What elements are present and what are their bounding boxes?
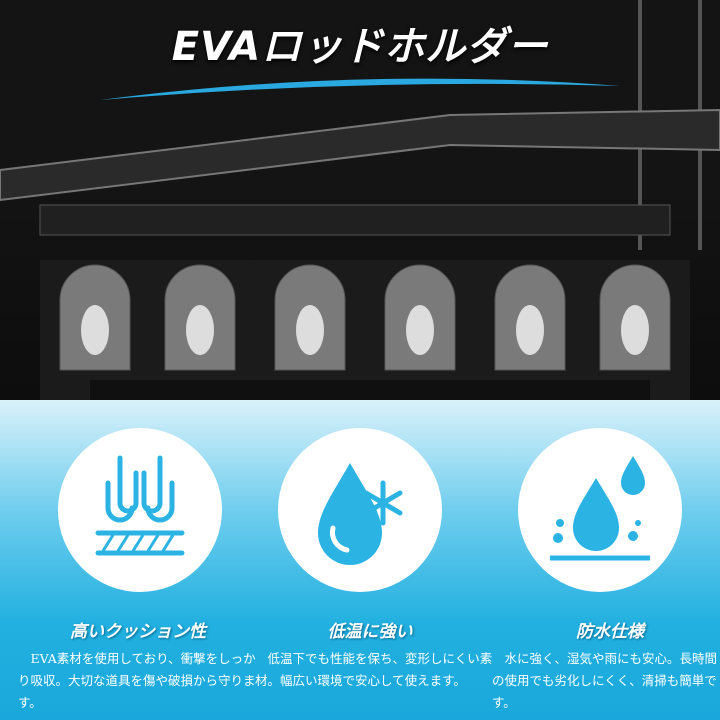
feature-title-cold: 低温に強い — [327, 622, 413, 642]
feature-title-waterproof: 防水仕様 — [576, 622, 644, 642]
feature-desc-cold: 低温下でも性能を保ち、変形しにくい素材。幅広い環境で安心して使えます。 — [255, 651, 493, 688]
rod-holder-illustration — [0, 0, 720, 420]
feature-desc-waterproof: 水に強く、湿気や雨にも安心。長時間の使用でも劣化しにくく、清掃も簡単です。 — [492, 651, 718, 710]
cold-drop-icon — [278, 428, 442, 592]
product-title: EVAロッドホルダー — [171, 24, 549, 70]
waterproof-icon — [518, 428, 682, 592]
title-swoosh — [100, 78, 620, 100]
feature-desc-cushion: EVA素材を使用しており、衝撃をしっかり吸収。大切な道具を傷や破損から守ります。 — [18, 651, 256, 710]
feature-title-cushion: 高いクッション性 — [70, 622, 206, 642]
cushion-icon — [58, 428, 222, 592]
product-photo: EVAロッドホルダー — [0, 0, 720, 420]
